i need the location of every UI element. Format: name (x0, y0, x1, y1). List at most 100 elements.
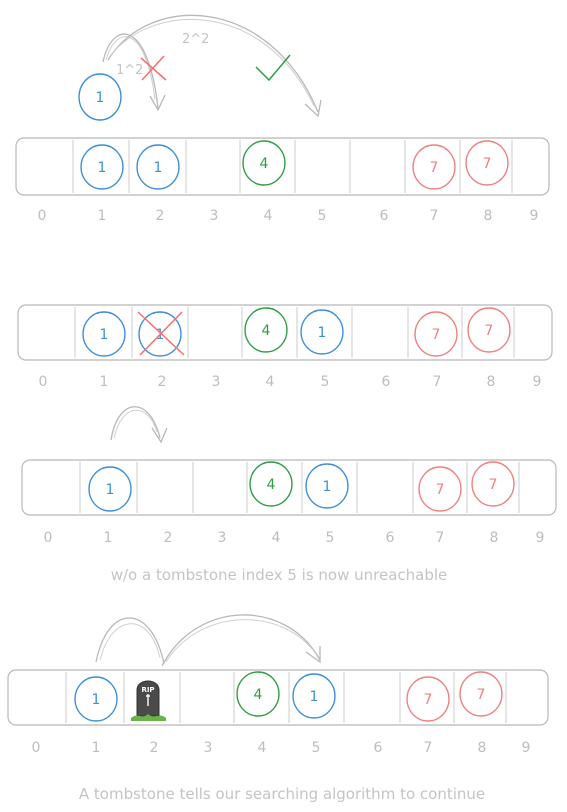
svg-text:5: 5 (326, 530, 335, 546)
svg-text:7: 7 (424, 692, 433, 708)
success-check-icon (255, 54, 291, 82)
probe-2-label: 2^2 (182, 32, 209, 47)
cell-7-value: 7 (414, 311, 458, 357)
cell-7-value: 7 (418, 466, 462, 512)
svg-text:7: 7 (430, 160, 439, 176)
cell-4-value: 4 (244, 307, 288, 353)
svg-text:3: 3 (204, 740, 213, 756)
svg-text:3: 3 (212, 374, 221, 390)
cell-2-deleted-value: 1 (137, 311, 185, 357)
svg-text:1: 1 (100, 327, 109, 343)
cell-1-value: 1 (74, 676, 118, 722)
svg-text:1: 1 (310, 689, 319, 705)
index-labels: 0 1 2 3 4 5 6 7 8 9 (39, 374, 542, 390)
svg-text:1: 1 (92, 692, 101, 708)
cell-4-value: 4 (242, 140, 286, 186)
svg-text:4: 4 (272, 530, 281, 546)
svg-text:5: 5 (318, 208, 327, 224)
svg-text:2: 2 (150, 740, 159, 756)
svg-text:0: 0 (38, 208, 47, 224)
hash-table-2: 1 1 4 1 7 7 0 1 2 3 (17, 304, 553, 390)
tombstone-label: RIP (141, 686, 154, 694)
cell-7-value: 7 (406, 676, 450, 722)
svg-text:9: 9 (533, 374, 542, 390)
cell-5-value: 1 (300, 309, 344, 355)
svg-text:1: 1 (92, 740, 101, 756)
svg-text:4: 4 (254, 687, 263, 703)
svg-text:9: 9 (530, 208, 539, 224)
cell-8-value: 7 (467, 307, 511, 353)
svg-text:1: 1 (318, 325, 327, 341)
svg-text:7: 7 (432, 327, 441, 343)
cell-8-value: 7 (459, 671, 503, 717)
table-outline (17, 304, 553, 361)
tombstone-icon: RIP (131, 680, 166, 721)
svg-text:6: 6 (386, 530, 395, 546)
svg-text:1: 1 (323, 479, 332, 495)
svg-text:7: 7 (433, 374, 442, 390)
svg-text:5: 5 (312, 740, 321, 756)
svg-text:1: 1 (104, 530, 113, 546)
svg-text:0: 0 (39, 374, 48, 390)
svg-text:8: 8 (484, 208, 493, 224)
svg-text:2: 2 (158, 374, 167, 390)
svg-text:7: 7 (436, 482, 445, 498)
svg-text:5: 5 (321, 374, 330, 390)
cell-5-value: 1 (305, 463, 349, 509)
table-outline (15, 137, 550, 196)
cell-5-value: 1 (292, 673, 336, 719)
hash-table-1: 1 1 4 7 7 0 1 2 3 4 5 6 7 8 9 (15, 137, 550, 224)
svg-text:4: 4 (264, 208, 273, 224)
svg-text:1: 1 (106, 482, 115, 498)
cell-8-value: 7 (471, 461, 515, 507)
svg-text:8: 8 (487, 374, 496, 390)
svg-text:2: 2 (156, 208, 165, 224)
probe-annotations: 1^2 2^2 1 (78, 14, 322, 121)
svg-text:7: 7 (485, 323, 494, 339)
index-labels: 0 1 2 3 4 5 6 7 8 9 (44, 530, 545, 546)
svg-text:1: 1 (154, 160, 163, 176)
svg-text:2: 2 (164, 530, 173, 546)
cell-1-value: 1 (82, 311, 126, 357)
svg-text:4: 4 (262, 323, 271, 339)
svg-text:7: 7 (436, 530, 445, 546)
svg-text:3: 3 (218, 530, 227, 546)
svg-text:6: 6 (374, 740, 383, 756)
hash-table-3: 1 4 1 7 7 0 1 2 3 4 5 6 7 8 9 (21, 406, 557, 584)
probe-arrow (110, 406, 161, 441)
svg-text:1: 1 (100, 374, 109, 390)
svg-text:4: 4 (260, 156, 269, 172)
svg-text:7: 7 (483, 156, 492, 172)
svg-text:4: 4 (258, 740, 267, 756)
cell-8-value: 7 (465, 140, 509, 186)
svg-text:7: 7 (430, 208, 439, 224)
svg-text:0: 0 (32, 740, 41, 756)
cell-2-value: 1 (136, 144, 180, 190)
svg-text:7: 7 (477, 687, 486, 703)
index-labels: 0 1 2 3 4 5 6 7 8 9 (32, 740, 531, 756)
table-outline (7, 669, 549, 726)
tombstone-caption: A tombstone tells our searching algorith… (79, 785, 485, 803)
table-outline (21, 459, 557, 516)
fail-x-icon (140, 55, 167, 81)
svg-text:9: 9 (522, 740, 531, 756)
delete-x-icon (137, 311, 185, 356)
index-labels: 0 1 2 3 4 5 6 7 8 9 (38, 208, 539, 224)
svg-text:6: 6 (382, 374, 391, 390)
hash-table-4: 1 RIP 4 1 7 7 0 1 2 3 4 (7, 614, 549, 803)
svg-text:7: 7 (424, 740, 433, 756)
probe-2-arrow (107, 14, 319, 113)
unreachable-caption: w/o a tombstone index 5 is now unreachab… (111, 566, 448, 584)
probe-arrow-2 (161, 614, 321, 667)
incoming-key-value: 1 (96, 90, 105, 106)
cell-1-value: 1 (88, 466, 132, 512)
svg-text:7: 7 (489, 477, 498, 493)
svg-text:4: 4 (266, 374, 275, 390)
svg-text:1: 1 (98, 208, 107, 224)
svg-text:6: 6 (380, 208, 389, 224)
cell-1-value: 1 (80, 144, 124, 190)
svg-text:3: 3 (210, 208, 219, 224)
svg-text:1: 1 (98, 160, 107, 176)
probe-1-label: 1^2 (116, 63, 143, 78)
